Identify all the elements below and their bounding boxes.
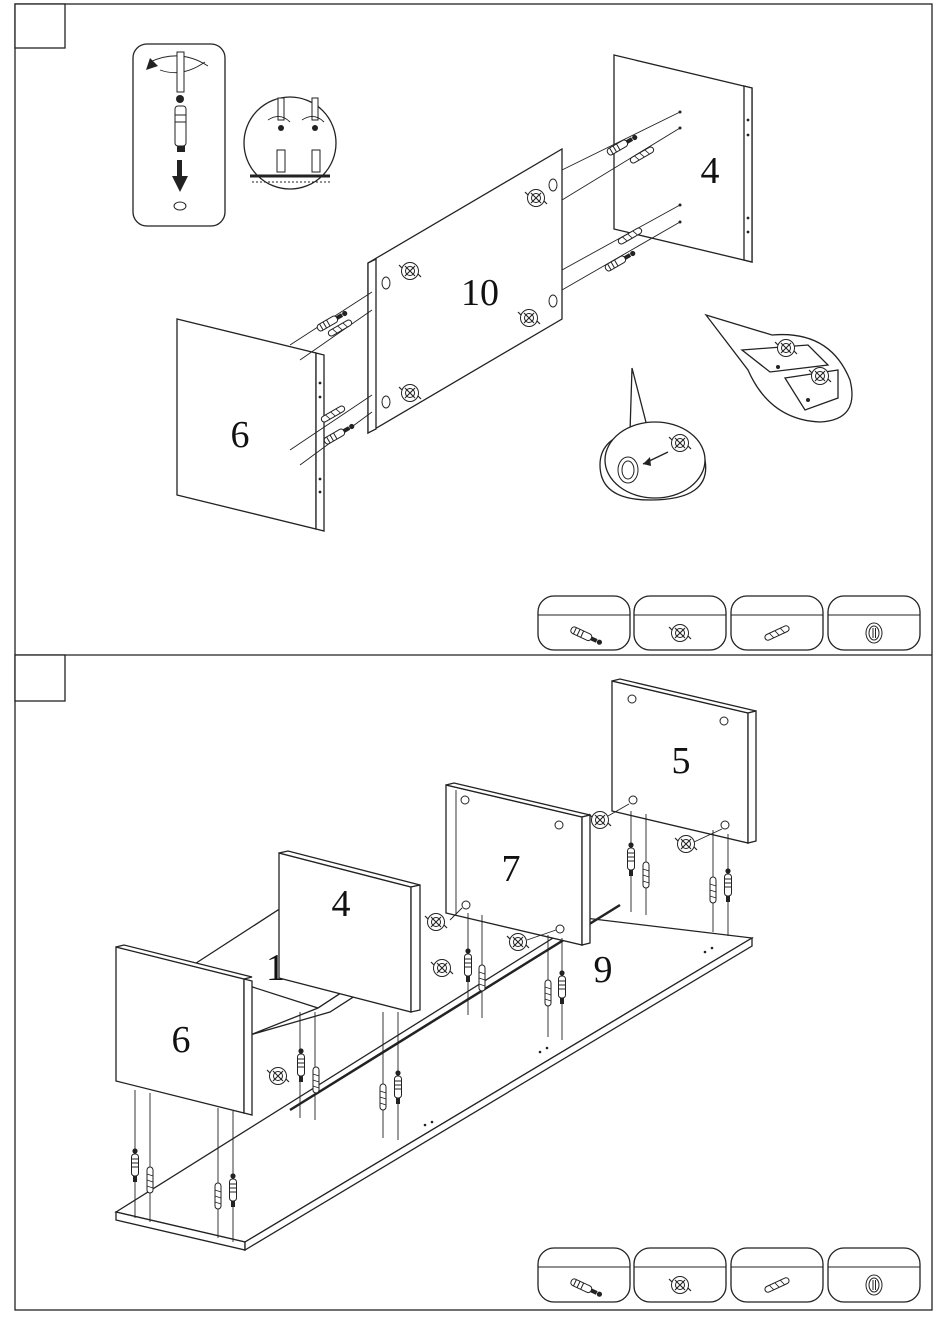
panel-10-label: 10 bbox=[461, 272, 499, 314]
step2-panel-4-label: 4 bbox=[332, 883, 351, 925]
legend-cover-cap-icon bbox=[828, 1248, 920, 1302]
step2-hardware-legend bbox=[538, 1248, 920, 1302]
step2-diagram: 9 10 4 6 bbox=[116, 679, 920, 1302]
legend-cam-lock-icon bbox=[634, 1248, 726, 1302]
panel-7-label: 7 bbox=[502, 848, 521, 890]
panel-6: 6 bbox=[177, 319, 324, 531]
screwdriver-inset bbox=[133, 44, 225, 226]
step1-diagram: 4 10 6 bbox=[133, 44, 920, 650]
panel-5: 5 bbox=[612, 679, 756, 843]
tool-circle-inset bbox=[244, 97, 336, 189]
panel-9-label: 9 bbox=[594, 949, 613, 991]
legend-cover-cap-icon bbox=[828, 596, 920, 650]
legend-cam-bolt-icon bbox=[538, 1248, 630, 1302]
corner-joint-callout bbox=[706, 315, 852, 422]
step2-panel-6-label: 6 bbox=[172, 1019, 191, 1061]
panel-4-label: 4 bbox=[701, 150, 720, 192]
panel-5-label: 5 bbox=[672, 740, 691, 782]
cam-bolt-icon bbox=[323, 422, 356, 445]
step2-number-box bbox=[15, 655, 65, 701]
cam-bolt-icon bbox=[604, 249, 637, 272]
legend-cam-lock-icon bbox=[634, 596, 726, 650]
panel-6-label: 6 bbox=[231, 414, 250, 456]
step1-hardware-legend bbox=[538, 596, 920, 650]
legend-dowel-icon bbox=[731, 1248, 823, 1302]
step1-number-box bbox=[15, 4, 65, 48]
legend-cam-bolt-icon bbox=[538, 596, 630, 650]
legend-dowel-icon bbox=[731, 596, 823, 650]
cam-insertion-callout bbox=[600, 368, 706, 500]
